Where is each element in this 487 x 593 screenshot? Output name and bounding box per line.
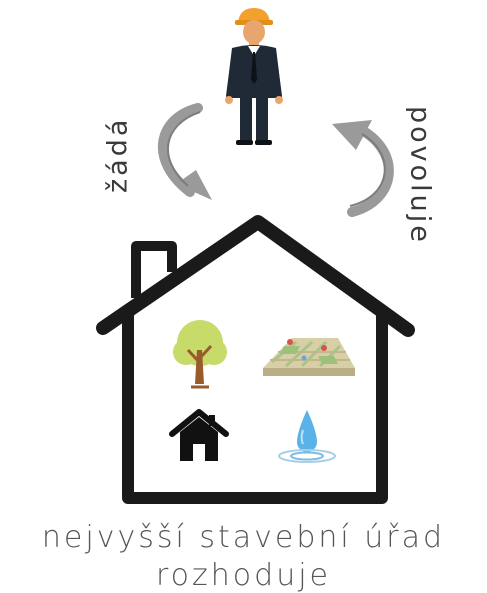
person-icon — [225, 8, 283, 145]
tree-icon — [173, 320, 227, 389]
curved-arrow-up-icon — [332, 120, 394, 217]
request-label: žádá — [102, 116, 134, 194]
house-outline-icon — [96, 215, 415, 504]
home-icon — [169, 409, 229, 461]
caption-line-1: nejvyšší stavební úřad — [41, 520, 446, 555]
water-drop-icon — [278, 410, 336, 463]
curved-arrow-down-icon — [157, 103, 212, 200]
map-icon — [263, 338, 355, 376]
caption-line-2: rozhoduje — [156, 558, 331, 593]
permit-label: povoluje — [404, 105, 436, 245]
